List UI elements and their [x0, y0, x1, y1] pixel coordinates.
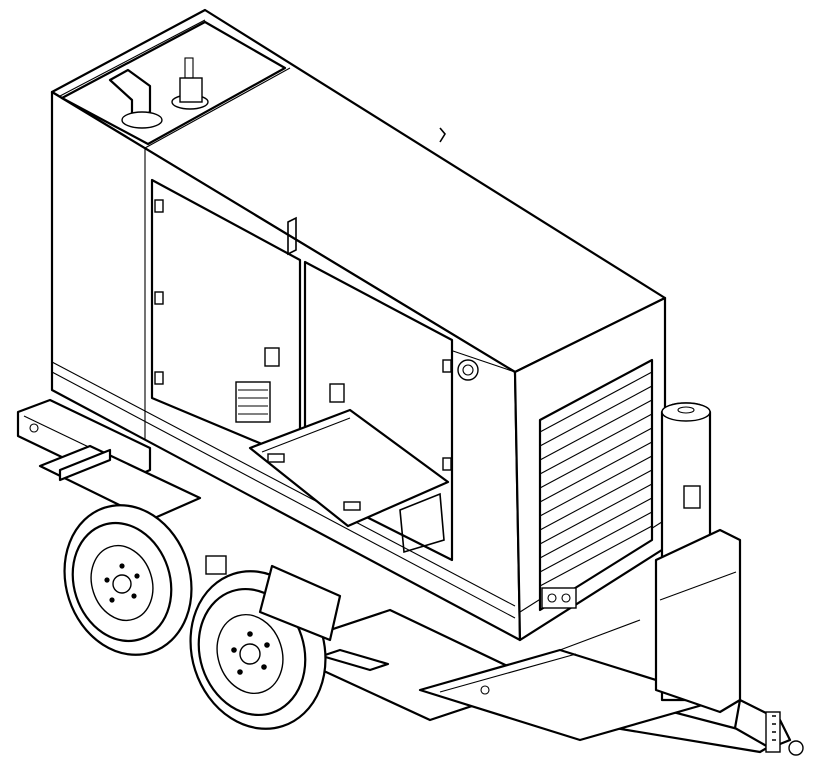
exhaust-pipe: [60, 20, 287, 146]
wheel-front: [189, 570, 327, 730]
control-panel-shelf: [248, 408, 450, 554]
service-door-left: [150, 178, 302, 462]
wheel-rear: [63, 504, 193, 656]
tandem-wheels: [63, 504, 342, 730]
tongue-hitch: [733, 698, 804, 756]
louvered-end-panel: [538, 358, 654, 612]
fuel-filler-column: [654, 402, 742, 714]
